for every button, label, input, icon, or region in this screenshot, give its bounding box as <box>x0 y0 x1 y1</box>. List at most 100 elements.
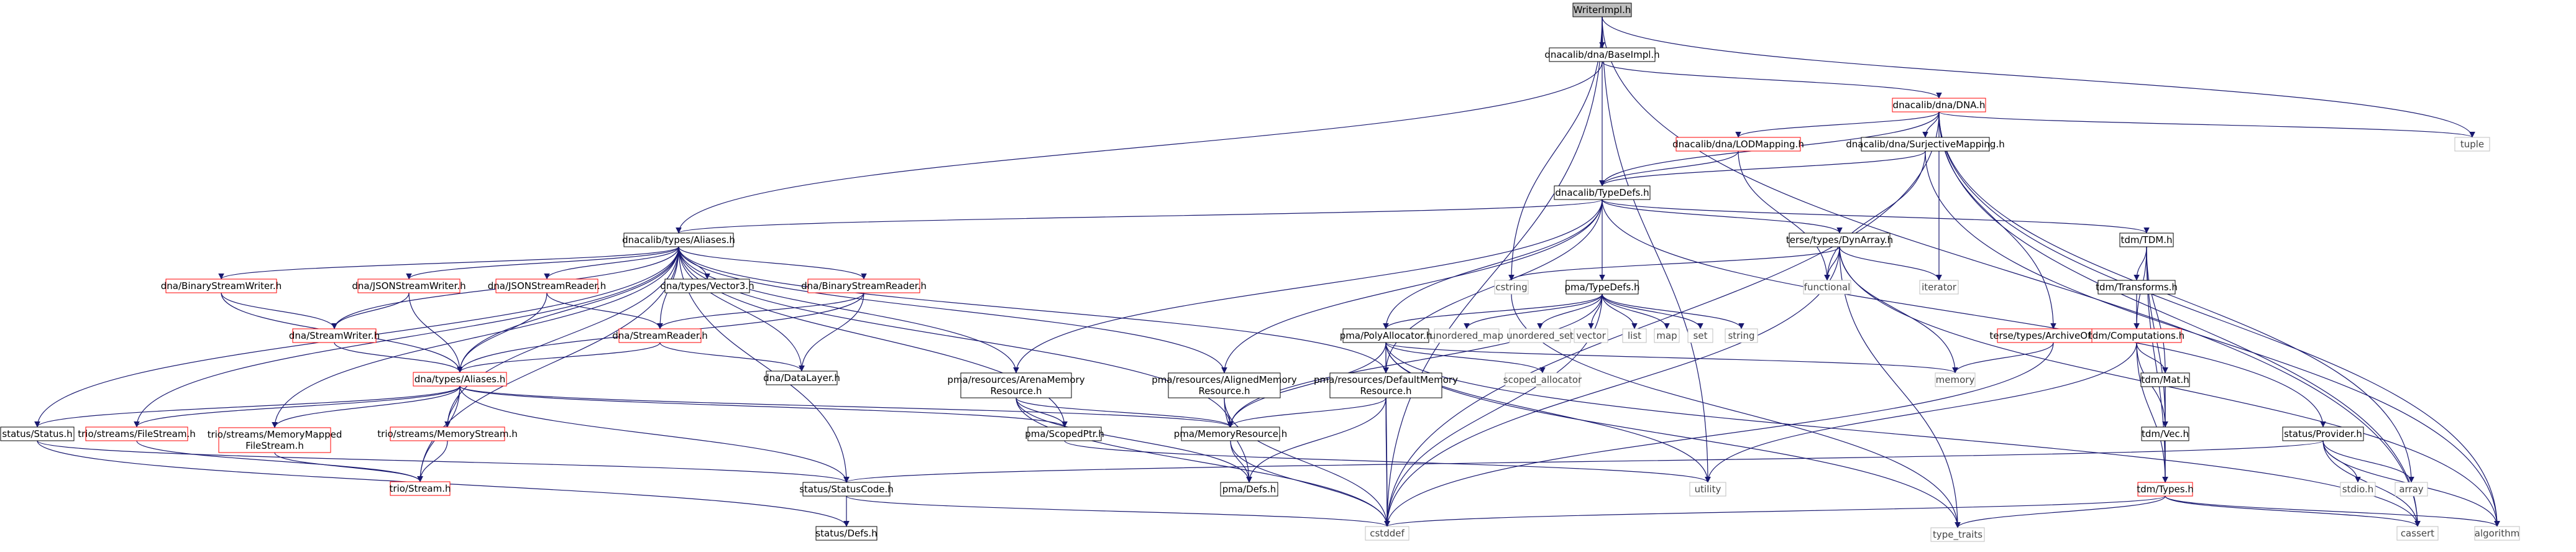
node-label-vec: tdm/Vec.h <box>2142 428 2189 439</box>
edge-dnaaliases-to-mmfs <box>272 385 461 428</box>
edge-dna-to-tuple <box>1938 111 2475 138</box>
node-label-memres: pma/MemoryResource.h <box>1174 428 1287 439</box>
node-dynarray[interactable]: terse/types/DynArray.h <box>1786 232 1893 247</box>
node-tdm[interactable]: tdm/TDM.h <box>2119 232 2174 247</box>
node-datalayer[interactable]: dna/DataLayer.h <box>763 370 840 385</box>
node-label-filestream: trio/streams/FileStream.h <box>78 428 196 439</box>
node-pmadefs[interactable]: pma/Defs.h <box>1220 482 1278 497</box>
node-surj[interactable]: dnacalib/dna/SurjectiveMapping.h <box>1846 137 2005 152</box>
edge-tdm-to-mat <box>2146 246 2168 374</box>
node-statuscode[interactable]: status/StatusCode.h <box>799 482 894 497</box>
node-dna[interactable]: dnacalib/dna/DNA.h <box>1892 98 1986 113</box>
node-polyalloc[interactable]: pma/PolyAllocator.h <box>1340 328 1432 343</box>
node-stdioh: stdio.h <box>2340 482 2376 497</box>
node-label-baseimpl: dnacalib/dna/BaseImpl.h <box>1544 49 1659 60</box>
node-box-pmatypedefs <box>1565 280 1639 295</box>
node-label-arena-0: pma/resources/ArenaMemory <box>947 374 1084 385</box>
node-label-utility: utility <box>1695 484 1721 495</box>
node-jsonw[interactable]: dna/JSONStreamWriter.h <box>352 278 466 293</box>
node-label-triostream: trio/Stream.h <box>390 483 451 494</box>
node-typedefs[interactable]: dnacalib/TypeDefs.h <box>1554 185 1651 200</box>
node-box-transforms <box>2097 280 2176 295</box>
edge-computations-to-tdmtypes <box>2136 342 2168 483</box>
edge-dnaaliases-to-statuscode <box>459 385 850 483</box>
node-binr[interactable]: dna/BinaryStreamReader.h <box>801 278 927 293</box>
node-label-pmatypedefs: pma/TypeDefs.h <box>1565 282 1640 293</box>
node-memstream[interactable]: trio/streams/MemoryStream.h <box>377 426 518 441</box>
node-box-lod <box>1675 137 1801 152</box>
edge-statuscode-to-cstddef <box>846 495 1390 527</box>
node-box-stdioh <box>2340 482 2376 497</box>
edge-archoff-to-cstddef <box>1384 342 2054 527</box>
node-label-binr: dna/BinaryStreamReader.h <box>801 280 927 292</box>
node-archoff[interactable]: terse/types/ArchiveOffset.h <box>1989 328 2117 343</box>
node-label-memory: memory <box>1936 374 1975 385</box>
node-label-arena-1: Resource.h <box>990 385 1042 397</box>
node-utility: utility <box>1689 482 1726 497</box>
edge-dna-to-lod <box>1735 111 1940 138</box>
node-pmatypedefs[interactable]: pma/TypeDefs.h <box>1565 280 1640 295</box>
node-label-stdioh: stdio.h <box>2342 484 2374 495</box>
node-root[interactable]: WriterImpl.h <box>1572 2 1632 17</box>
edge-root-to-cassert <box>1602 16 2421 527</box>
node-transforms[interactable]: tdm/Transforms.h <box>2096 280 2178 295</box>
node-box-tdm <box>2119 232 2174 247</box>
node-lod[interactable]: dnacalib/dna/LODMapping.h <box>1672 137 1804 152</box>
edge-typedefs-to-provider <box>1602 199 2326 428</box>
node-box-baseimpl <box>1549 47 1656 62</box>
edge-aliases-to-defaultmr <box>678 246 1389 374</box>
node-streamw[interactable]: dna/StreamWriter.h <box>289 328 380 343</box>
node-computations[interactable]: tdm/Computations.h <box>2089 328 2184 343</box>
node-provider[interactable]: status/Provider.h <box>2282 426 2364 441</box>
edge-arena-to-scopedptr <box>1015 397 1068 428</box>
edge-surj-to-algorithm <box>1925 150 2500 527</box>
edge-computations-to-utility <box>1705 342 2137 483</box>
node-vec3[interactable]: dna/types/Vector3.h <box>660 278 754 293</box>
edge-memres-to-cstddef <box>1230 440 1390 527</box>
node-label-tdmtypes: tdm/Types.h <box>2137 484 2194 495</box>
edge-pmatypedefs-to-unmap <box>1464 293 1603 329</box>
node-memory: memory <box>1935 372 1976 387</box>
node-box-unmap <box>1434 328 1500 343</box>
edge-arena-to-memres <box>1015 397 1234 428</box>
edge-aliases-to-aligned <box>678 246 1227 374</box>
node-baseimpl[interactable]: dnacalib/dna/BaseImpl.h <box>1544 47 1660 62</box>
node-label-streamw: dna/StreamWriter.h <box>289 330 380 341</box>
node-box-jsonr <box>495 278 598 293</box>
edge-aligned-to-cstddef <box>1224 397 1390 527</box>
node-jsonr[interactable]: dna/JSONStreamReader.h <box>488 278 607 293</box>
node-triostream[interactable]: trio/Stream.h <box>390 481 451 496</box>
node-box-aliases <box>623 232 734 247</box>
node-filestream[interactable]: trio/streams/FileStream.h <box>78 426 196 441</box>
node-mat[interactable]: tdm/Mat.h <box>2140 372 2190 387</box>
node-tdmtypes[interactable]: tdm/Types.h <box>2137 482 2194 497</box>
node-binw[interactable]: dna/BinaryStreamWriter.h <box>161 278 282 293</box>
edge-dnaaliases-to-memres <box>459 385 1234 428</box>
node-box-statusdefs <box>815 526 878 541</box>
node-aliases[interactable]: dnacalib/types/Aliases.h <box>622 232 735 247</box>
node-memres[interactable]: pma/MemoryResource.h <box>1174 426 1287 441</box>
node-status[interactable]: status/Status.h <box>0 426 75 441</box>
node-scopedptr[interactable]: pma/ScopedPtr.h <box>1025 426 1104 441</box>
edge-dynarray-to-cstring <box>1508 246 1840 281</box>
edge-dynarray-to-typetraits <box>1839 246 1961 528</box>
node-label-scopedptr: pma/ScopedPtr.h <box>1025 428 1104 439</box>
edge-provider-to-array <box>2322 440 2414 483</box>
node-streamr[interactable]: dna/StreamReader.h <box>612 328 708 343</box>
node-label-map: map <box>1656 330 1677 341</box>
node-statusdefs[interactable]: status/Defs.h <box>815 526 878 541</box>
node-label-list: list <box>1628 330 1641 341</box>
node-box-scopedalloc <box>1505 372 1580 387</box>
node-box-vec3 <box>664 278 750 293</box>
node-label-cstring: cstring <box>1495 282 1527 293</box>
edge-jsonr-to-dnaaliases <box>457 292 548 373</box>
node-box-memres <box>1181 426 1280 441</box>
node-label-computations: tdm/Computations.h <box>2089 330 2184 341</box>
node-dnaaliases[interactable]: dna/types/Aliases.h <box>413 372 507 387</box>
node-vec[interactable]: tdm/Vec.h <box>2141 426 2189 441</box>
